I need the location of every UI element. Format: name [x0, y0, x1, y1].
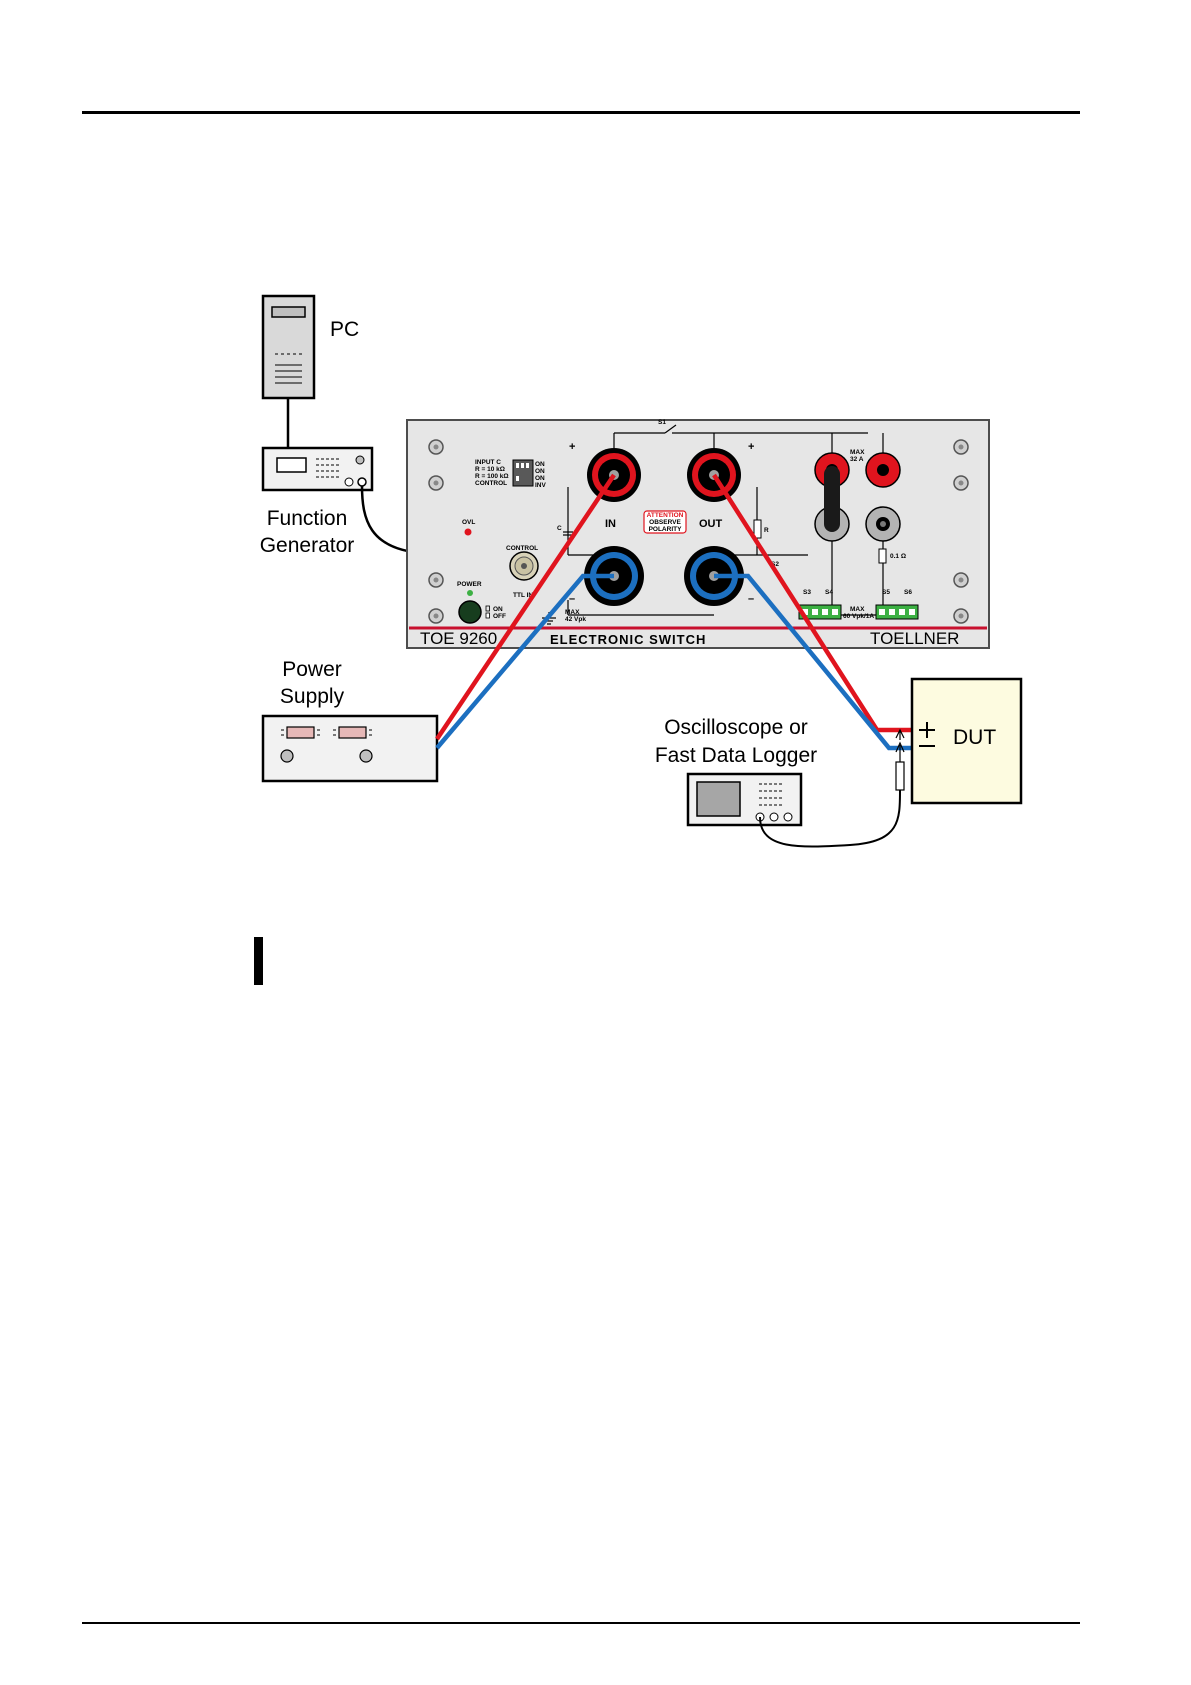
shorting-link: [824, 466, 840, 532]
oscilloscope-icon: [688, 774, 801, 825]
dip-label-3: R = 100 kΩ: [475, 473, 509, 480]
out-label: OUT: [699, 518, 723, 530]
in-plus-sign: +: [569, 441, 575, 453]
section-marker: [254, 937, 263, 985]
on-label: ON: [493, 606, 503, 613]
pc-tower-icon: [263, 296, 314, 398]
attention-line3: POLARITY: [649, 526, 683, 533]
ovl-label: OVL: [462, 519, 475, 526]
electronic-switch-panel: S1 + + – – INPUT C R = 10 kΩ R = 100 kΩ …: [407, 419, 989, 648]
max-32a-line2: 32 A: [850, 456, 864, 463]
dip-label-4: CONTROL: [475, 480, 507, 487]
dut-label: DUT: [953, 726, 996, 749]
power-led-icon: [467, 590, 473, 596]
max-42-line1: MAX: [565, 609, 580, 616]
pc-label: PC: [330, 318, 359, 341]
attention-line1: ATTENTION: [647, 512, 684, 519]
oscilloscope-label-line1: Oscilloscope or: [664, 716, 808, 739]
power-supply-label-line1: Power: [282, 658, 342, 681]
s6-label: S6: [904, 589, 912, 596]
dip-state-2: ON: [535, 468, 545, 475]
s4-label: S4: [825, 589, 833, 596]
bnc-connector-icon: [510, 552, 538, 580]
panel-name-label: ELECTRONIC SWITCH: [550, 632, 706, 647]
dip-label-1: INPUT C: [475, 459, 501, 466]
function-generator-icon: [263, 448, 372, 490]
s3-label: S3: [803, 589, 811, 596]
out-plus-sign: +: [748, 441, 754, 453]
control-label: CONTROL: [506, 545, 538, 552]
function-generator-label-line1: Function: [267, 507, 348, 530]
s5-label: S5: [882, 589, 890, 596]
s1-label: S1: [658, 419, 666, 426]
capacitor-label: C: [557, 525, 562, 532]
probe-icon: [896, 730, 904, 790]
brand-label: TOELLNER: [870, 629, 959, 648]
oscilloscope-label-line2: Fast Data Logger: [655, 744, 817, 767]
s5-s6-terminal-block: [876, 605, 918, 619]
model-label: TOE 9260: [420, 629, 497, 648]
dip-state-3: ON: [535, 475, 545, 482]
footer-rule: [82, 1622, 1080, 1624]
attention-line2: OBSERVE: [649, 519, 681, 526]
max-42-line2: 42 Vpk: [565, 616, 586, 623]
max-60-line1: MAX: [850, 606, 865, 613]
power-supply-icon: [263, 716, 437, 781]
in-label: IN: [605, 518, 616, 530]
shunt-label: 0.1 Ω: [890, 553, 906, 560]
off-label: OFF: [493, 613, 506, 620]
max-32a-line1: MAX: [850, 449, 865, 456]
resistor-label: R: [764, 527, 769, 534]
out-minus-sign: –: [748, 593, 754, 605]
dip-label-2: R = 10 kΩ: [475, 466, 505, 473]
power-label: POWER: [457, 581, 482, 588]
max-60-line2: 60 Vpk/1A: [843, 613, 874, 620]
dip-state-4: INV: [535, 482, 547, 489]
dip-state-1: ON: [535, 461, 545, 468]
power-button: [459, 601, 481, 623]
power-supply-label-line2: Supply: [280, 685, 345, 708]
function-generator-label-line2: Generator: [260, 534, 355, 557]
ovl-led-icon: [465, 529, 472, 536]
